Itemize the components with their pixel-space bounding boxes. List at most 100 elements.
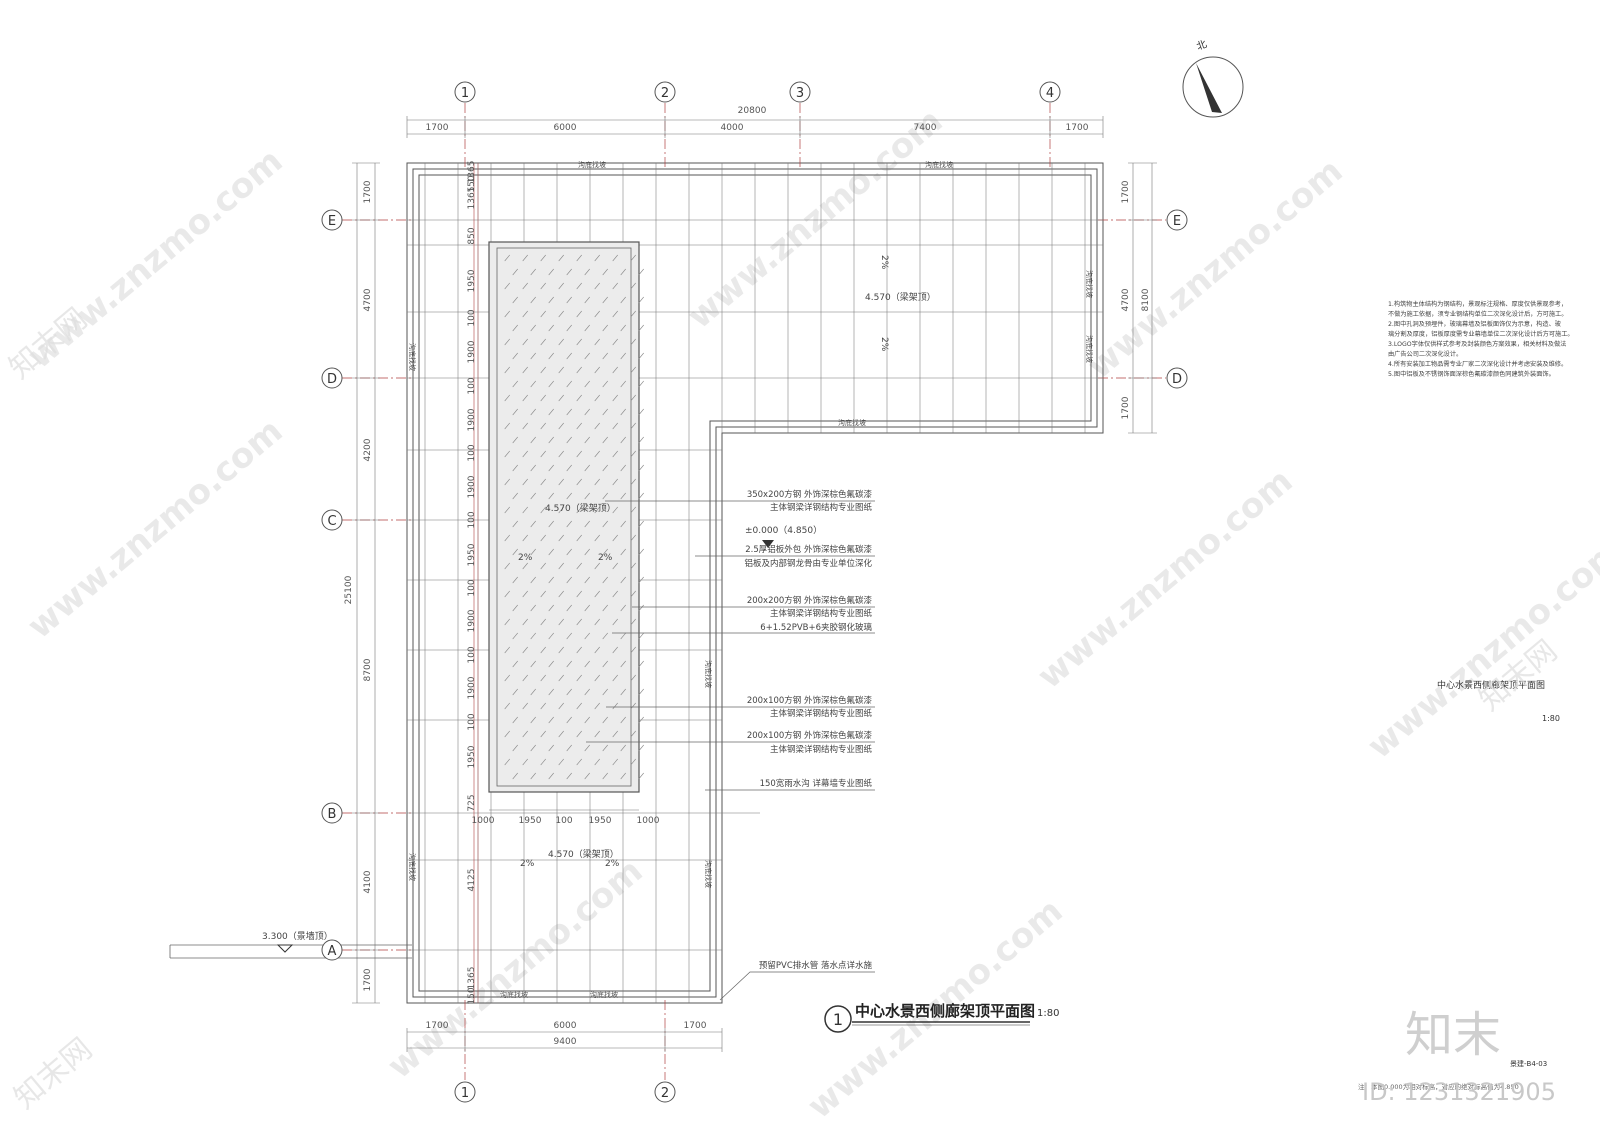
dim-inner-v: 100	[467, 444, 477, 461]
glass-hatch-mark	[504, 702, 510, 710]
dimensions-right: 1700 4700 1700 8100	[1121, 180, 1151, 419]
glass-hatch-mark	[630, 758, 636, 766]
dim-inner-h: 1950	[589, 816, 612, 826]
axis-label: 3	[796, 86, 804, 101]
gutter-label: 沟底找坡	[590, 990, 618, 999]
glass-hatch-mark	[638, 772, 644, 780]
watermark-id: ID: 1231321905	[1362, 1078, 1556, 1106]
glass-hatch-mark	[512, 548, 518, 556]
glass-hatch-mark	[540, 534, 546, 542]
glass-hatch-mark	[504, 254, 510, 262]
dim-bottom-seg: 6000	[554, 1021, 577, 1031]
glass-hatch-mark	[512, 492, 518, 500]
glass-hatch-mark	[512, 688, 518, 696]
glass-hatch-mark	[620, 324, 626, 332]
glass-hatch-mark	[612, 730, 618, 738]
dim-inner-h: 1000	[637, 816, 660, 826]
glass-hatch-mark	[512, 660, 518, 668]
glass-hatch-mark	[612, 366, 618, 374]
bottom-note: 注：本图0.000为相对标高，对应的绝对标高值为4.850	[1358, 1082, 1519, 1091]
sheet-title: 中心水景西侧廊架顶平面图	[1437, 679, 1545, 691]
glass-hatch-mark	[566, 744, 572, 752]
glass-hatch-mark	[602, 380, 608, 388]
drawing-number: 1	[833, 1010, 843, 1029]
glass-hatch-mark	[530, 436, 536, 444]
glass-hatch-mark	[602, 268, 608, 276]
glass-hatch-mark	[602, 604, 608, 612]
glass-hatch-mark	[530, 688, 536, 696]
glass-hatch-mark	[612, 702, 618, 710]
glass-hatch-mark	[638, 268, 644, 276]
level-marks: 4.570（梁架顶） 4.570（梁架顶） 4.570（梁架顶） ±0.000（…	[262, 291, 936, 953]
glass-hatch-mark	[576, 562, 582, 570]
glass-hatch-mark	[584, 688, 590, 696]
glass-hatch-mark	[584, 268, 590, 276]
glass-hatch-mark	[522, 366, 528, 374]
level-ground: ±0.000（4.850）	[745, 525, 822, 536]
glass-hatch-mark	[522, 282, 528, 290]
glass-hatch-mark	[612, 590, 618, 598]
glass-hatch-mark	[638, 604, 644, 612]
gutter-label: 沟底找坡	[1085, 335, 1094, 363]
glass-hatch-mark	[620, 688, 626, 696]
glass-hatch-mark	[522, 730, 528, 738]
axis-row-e-right: E	[1166, 209, 1188, 231]
glass-hatch-mark	[620, 464, 626, 472]
slope-label: 2%	[598, 553, 613, 563]
watermark-site: www.znzmo.com	[20, 411, 290, 647]
glass-hatch-mark	[594, 282, 600, 290]
axis-label: 2	[661, 1086, 669, 1101]
glass-hatch-mark	[558, 562, 564, 570]
glass-hatch-mark	[530, 772, 536, 780]
glass-hatch-mark	[504, 534, 510, 542]
glass-hatch-mark	[504, 590, 510, 598]
glass-hatch-mark	[540, 478, 546, 486]
glass-hatch-mark	[630, 478, 636, 486]
glass-hatch-mark	[504, 562, 510, 570]
callout-text: 2.5厚铝板外包 外饰深棕色氟碳漆	[745, 544, 872, 555]
glass-hatch-mark	[566, 380, 572, 388]
glass-hatch-mark	[530, 520, 536, 528]
glass-hatch-mark	[558, 534, 564, 542]
dim-inner-v: 1950	[467, 543, 477, 566]
glass-hatch-mark	[512, 408, 518, 416]
dim-left-seg: 4100	[363, 870, 373, 893]
note-line: 5.图中铝板及不锈钢饰面深棕色氟碳漆颜色同建筑外装面饰。	[1388, 370, 1555, 378]
glass-hatch-mark	[558, 394, 564, 402]
glass-hatch-mark	[594, 702, 600, 710]
glass-hatch-mark	[584, 772, 590, 780]
glass-hatch-mark	[522, 674, 528, 682]
glass-hatch-mark	[540, 338, 546, 346]
glass-hatch-mark	[620, 268, 626, 276]
glass-hatch-mark	[512, 632, 518, 640]
glass-canopy	[488, 241, 644, 793]
dim-inner-v: 1950	[467, 269, 477, 292]
glass-hatch-mark	[530, 716, 536, 724]
glass-hatch-mark	[612, 506, 618, 514]
glass-hatch-mark	[630, 590, 636, 598]
glass-hatch-mark	[548, 380, 554, 388]
glass-hatch-mark	[594, 478, 600, 486]
glass-hatch-mark	[566, 352, 572, 360]
callout-text: 主体钢梁详钢结构专业图纸	[770, 744, 873, 755]
glass-hatch-mark	[530, 744, 536, 752]
axis-label: B	[328, 807, 337, 822]
glass-hatch-mark	[630, 646, 636, 654]
glass-hatch-mark	[540, 394, 546, 402]
glass-hatch-mark	[630, 730, 636, 738]
glass-hatch-mark	[522, 534, 528, 542]
glass-hatch-mark	[558, 254, 564, 262]
glass-hatch-mark	[530, 576, 536, 584]
glass-hatch-mark	[584, 436, 590, 444]
glass-hatch-mark	[594, 338, 600, 346]
watermark-site: www.znzmo.com	[1360, 531, 1600, 767]
level-left: 3.300（景墙顶）	[262, 930, 333, 942]
callout-text: 6+1.52PVB+6夹胶钢化玻璃	[760, 622, 872, 633]
glass-hatch-mark	[594, 562, 600, 570]
glass-hatch-mark	[530, 352, 536, 360]
glass-hatch-mark	[558, 422, 564, 430]
axis-top-2: 2	[654, 81, 676, 103]
